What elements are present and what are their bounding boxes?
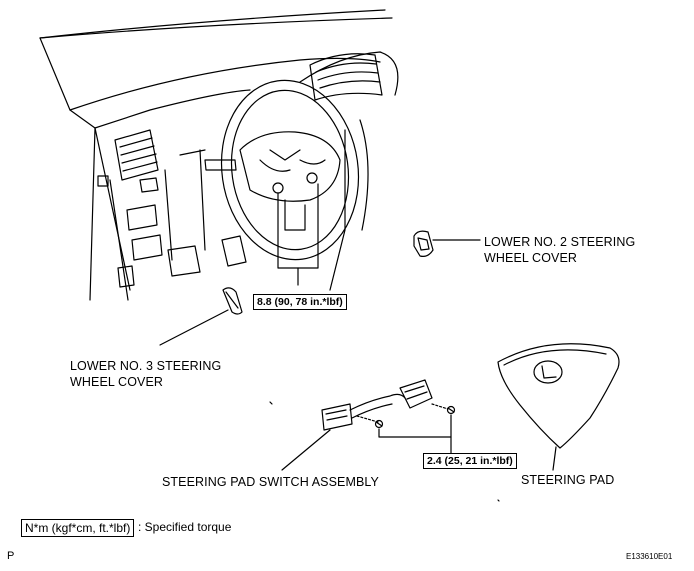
legend-description: : Specified torque: [138, 520, 232, 534]
lower-no3-label-line2: WHEEL COVER: [70, 375, 164, 389]
pad-switch-assembly-part: [269, 379, 500, 502]
steering-hub: [179, 131, 341, 231]
torque-leader-upper: [277, 183, 319, 286]
lower-no3-cover-part: [159, 287, 243, 346]
lower-no2-cover-part: [413, 230, 481, 257]
figure-code: E133610E01: [626, 552, 673, 561]
torque-value-lower: 2.4 (25, 21 in.*lbf): [423, 453, 517, 469]
steering-pad-part: [497, 343, 620, 471]
pedals: [117, 235, 247, 288]
corner-mark: P: [7, 550, 15, 562]
lower-no2-label: LOWER NO. 2 STEERING WHEEL COVER: [484, 234, 635, 266]
lower-no2-label-line2: WHEEL COVER: [484, 251, 578, 265]
lower-no3-label-line1: LOWER NO. 3 STEERING: [70, 359, 222, 373]
switch-panels: [97, 175, 163, 261]
lower-no3-label: LOWER NO. 3 STEERING WHEEL COVER: [70, 358, 221, 390]
steering-wheel-rim: [220, 79, 360, 261]
pad-switch-label: STEERING PAD SWITCH ASSEMBLY: [162, 475, 379, 489]
torque-value-upper: 8.8 (90, 78 in.*lbf): [253, 294, 347, 310]
lower-no2-label-line1: LOWER NO. 2 STEERING: [484, 235, 636, 249]
steering-pad-label: STEERING PAD: [521, 473, 615, 487]
air-vents: [114, 53, 383, 181]
legend-unit-box: N*m (kgf*cm, ft.*lbf): [21, 519, 135, 537]
dashboard-outline: [39, 9, 399, 301]
